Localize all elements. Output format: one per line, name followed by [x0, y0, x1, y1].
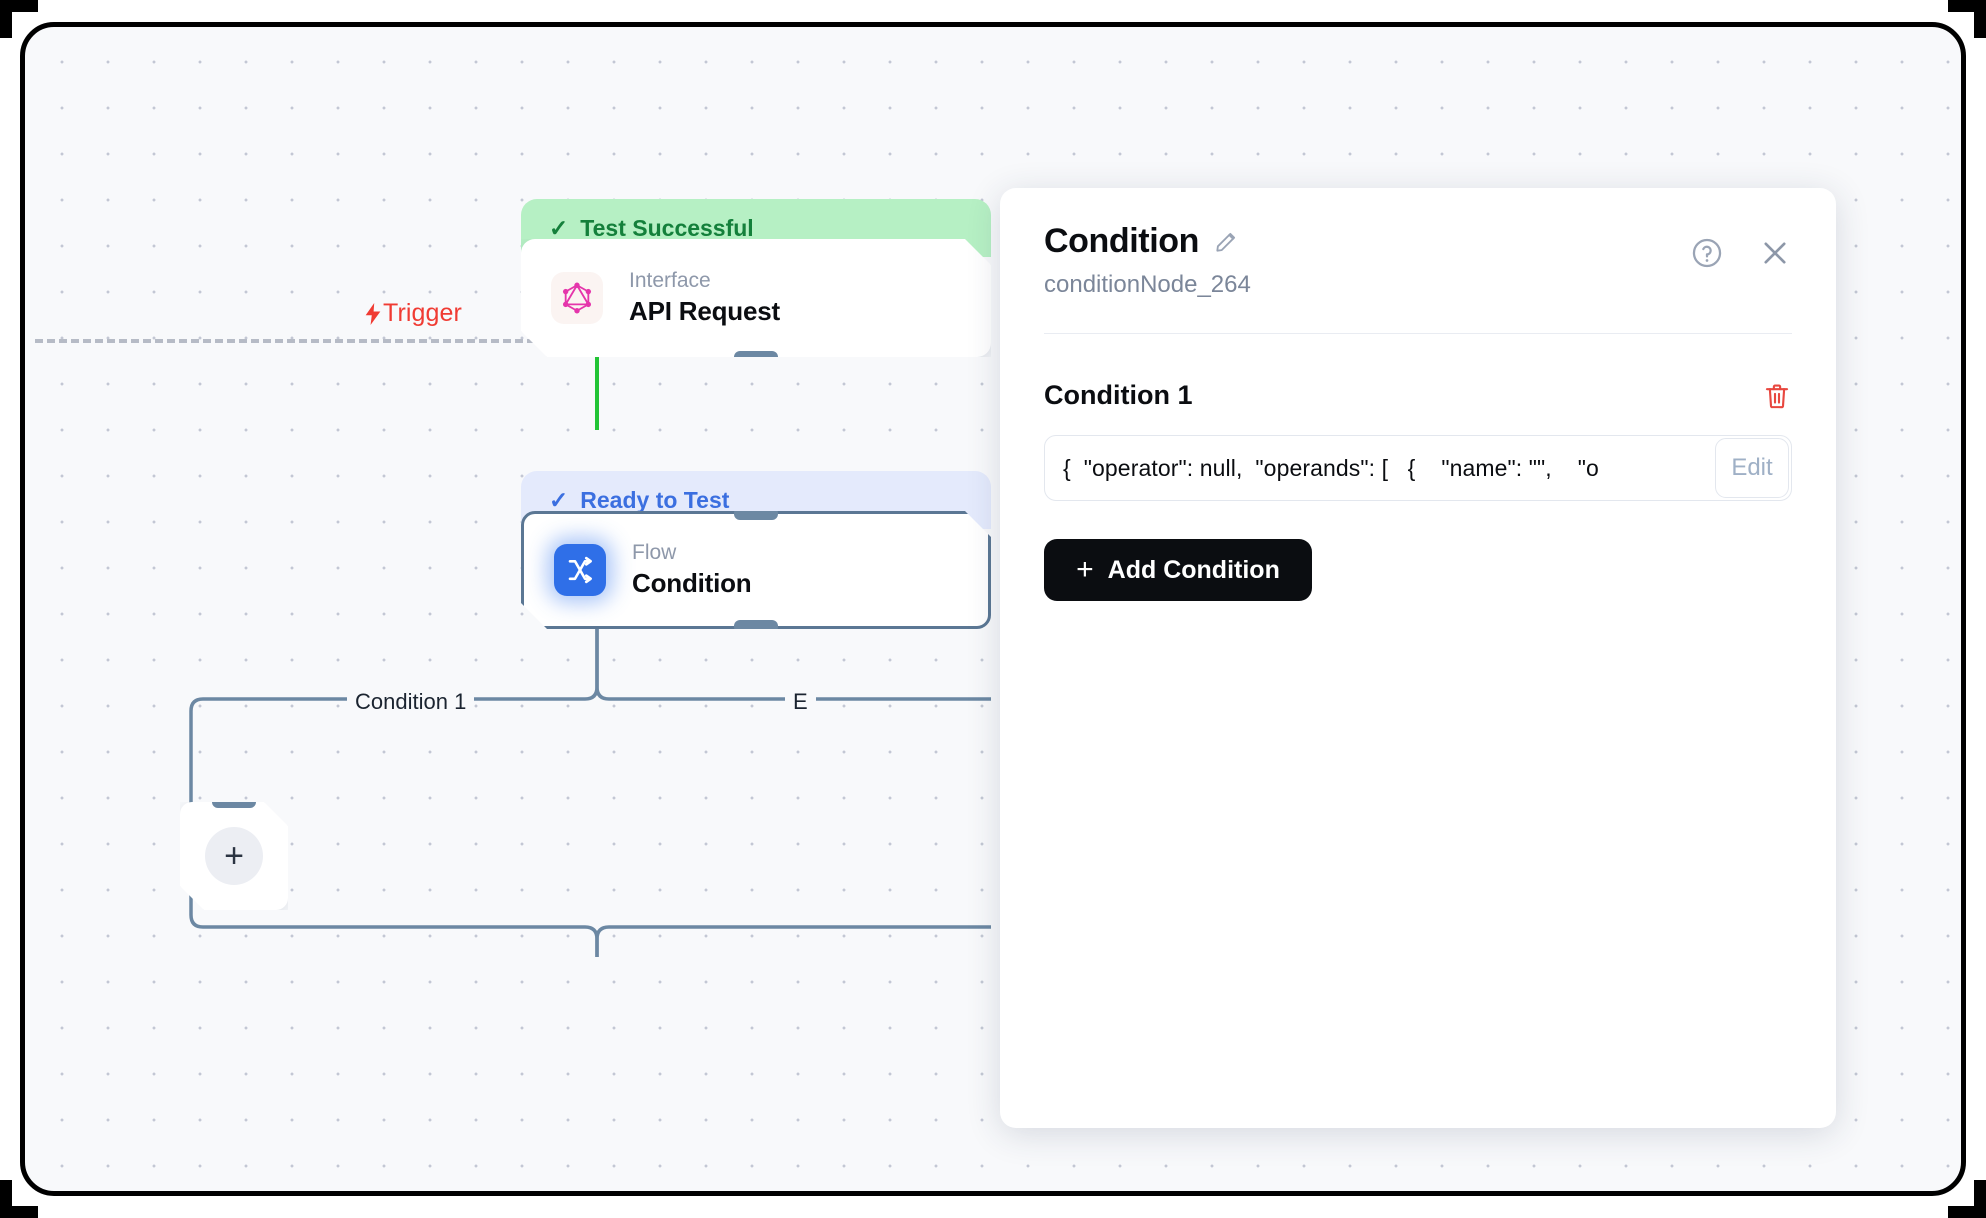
panel-actions — [1690, 222, 1792, 270]
question-circle-icon[interactable] — [1690, 236, 1724, 270]
add-node-card[interactable]: + — [180, 802, 288, 910]
edge-label-condition-1: Condition 1 — [347, 687, 475, 717]
node-handle-bottom[interactable] — [734, 620, 778, 633]
node-kind-label: Interface — [629, 269, 711, 292]
trash-icon[interactable] — [1762, 381, 1792, 411]
add-condition-button[interactable]: + Add Condition — [1044, 539, 1312, 601]
trigger-label: Trigger — [365, 299, 462, 328]
condition-label: Condition 1 — [1044, 380, 1193, 410]
node-title-label: Condition — [632, 568, 752, 598]
add-condition-label: Add Condition — [1107, 555, 1280, 584]
edit-button[interactable]: Edit — [1715, 438, 1789, 498]
plus-icon: + — [1076, 553, 1094, 586]
node-id-label: conditionNode_264 — [1044, 271, 1251, 298]
lightning-bolt-icon — [365, 302, 381, 325]
node-card-api-request[interactable]: Interface API Request — [521, 239, 991, 357]
check-icon: ✓ — [549, 486, 569, 513]
graphql-icon — [551, 272, 603, 324]
node-card-condition[interactable]: Flow Condition — [521, 511, 991, 629]
node-kind-label: Flow — [632, 541, 677, 564]
trigger-dashed-line — [35, 339, 535, 343]
flow-branch-icon — [554, 544, 606, 596]
panel-divider — [1044, 333, 1792, 334]
edge-label-else: E — [785, 687, 816, 717]
condition-details-panel: Condition conditionNode_264 — [1000, 188, 1836, 1128]
node-status-label: Ready to Test — [580, 486, 730, 513]
add-node-handle-top[interactable] — [212, 795, 256, 808]
check-icon: ✓ — [549, 214, 569, 241]
node-meta: Interface API Request — [629, 269, 780, 327]
condition-json-field[interactable]: { "operator": null, "operands": [ { "nam… — [1044, 435, 1792, 501]
page-title: Condition — [1044, 222, 1200, 260]
close-icon[interactable] — [1758, 236, 1792, 270]
trigger-text: Trigger — [383, 299, 462, 327]
panel-header: Condition conditionNode_264 — [1044, 222, 1792, 299]
node-status-label: Test Successful — [580, 214, 754, 241]
panel-header-text: Condition conditionNode_264 — [1044, 222, 1251, 299]
plus-icon[interactable]: + — [205, 827, 263, 885]
node-title-label: API Request — [629, 296, 780, 326]
pencil-icon[interactable] — [1213, 229, 1239, 255]
condition-row-header: Condition 1 — [1044, 380, 1792, 411]
panel-title-row: Condition — [1044, 222, 1251, 261]
condition-json-value: { "operator": null, "operands": [ { "nam… — [1063, 454, 1599, 481]
node-handle-bottom[interactable] — [734, 351, 778, 364]
node-meta: Flow Condition — [632, 541, 752, 599]
